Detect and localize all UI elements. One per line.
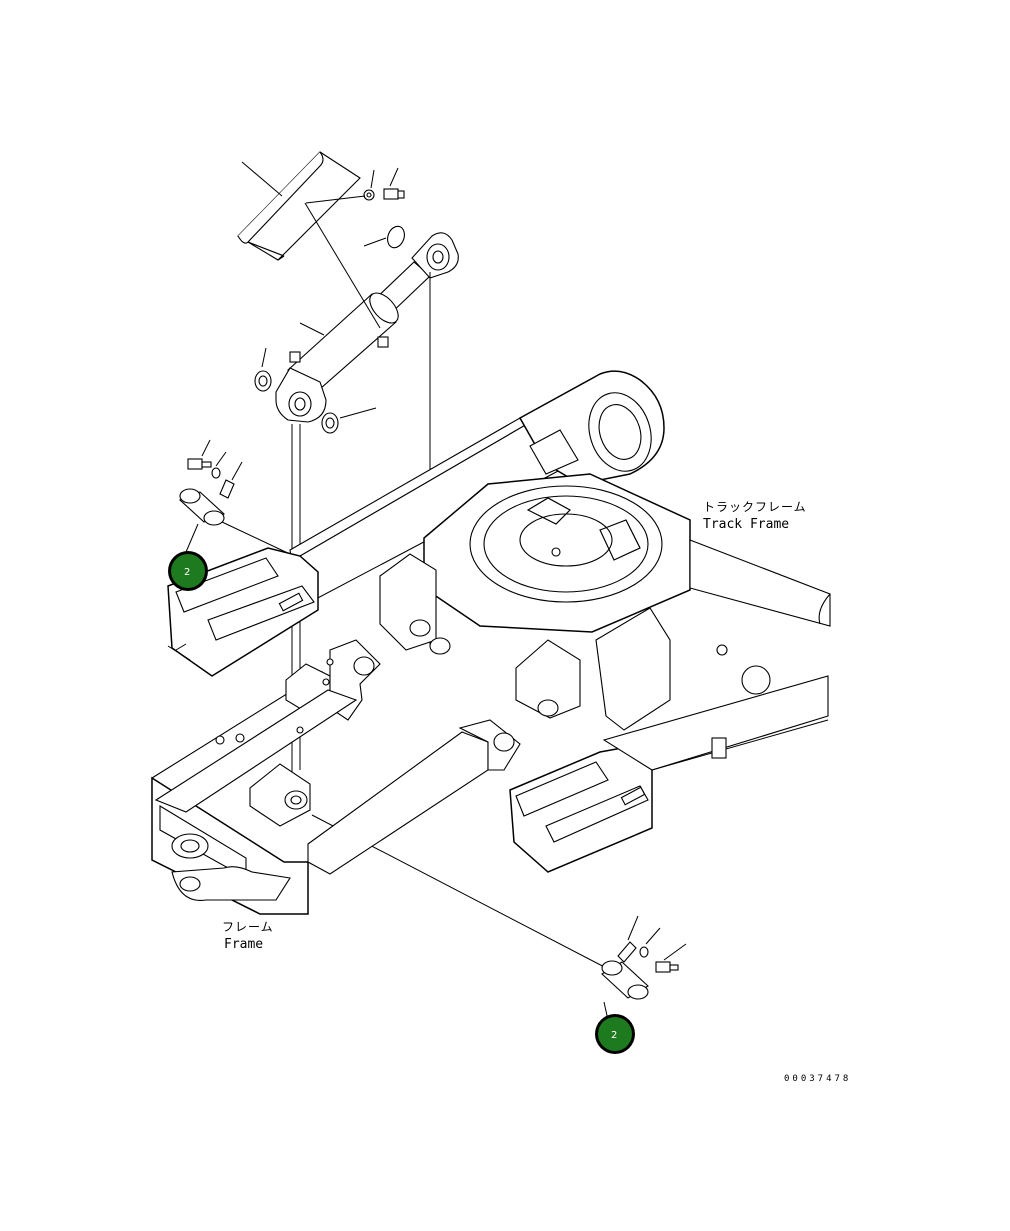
bottom-washer-left <box>254 347 272 392</box>
callout-upper-label: 2 <box>184 567 190 578</box>
frame-label-en: Frame <box>224 937 263 952</box>
cover-bolt <box>383 167 405 200</box>
upper-pin <box>178 488 226 526</box>
frame-label-jp: フレーム <box>222 920 274 934</box>
lower-pin-washer <box>639 927 661 958</box>
frame <box>151 639 521 915</box>
callout-upper[interactable]: 2 <box>168 551 208 591</box>
document-number: 00037478 <box>784 1074 851 1084</box>
callout-lower-label: 2 <box>611 1030 617 1041</box>
track-frame-label-en: Track Frame <box>703 517 789 532</box>
rod-washer <box>363 225 405 249</box>
hydraulic-cylinder <box>275 232 459 423</box>
upper-pin-bolt <box>187 439 212 470</box>
bottom-washer-right <box>321 407 377 434</box>
lower-pin <box>601 960 649 1000</box>
lower-pin-bolt <box>655 943 687 973</box>
cylinder-cover <box>237 151 361 261</box>
lower-pin-plate <box>617 915 639 963</box>
track-frame-label-jp: トラックフレーム <box>703 500 807 514</box>
upper-pin-plate <box>219 461 243 499</box>
callout-lower[interactable]: 2 <box>595 1014 635 1054</box>
cover-washer <box>363 169 375 201</box>
upper-pin-washer <box>211 451 227 479</box>
